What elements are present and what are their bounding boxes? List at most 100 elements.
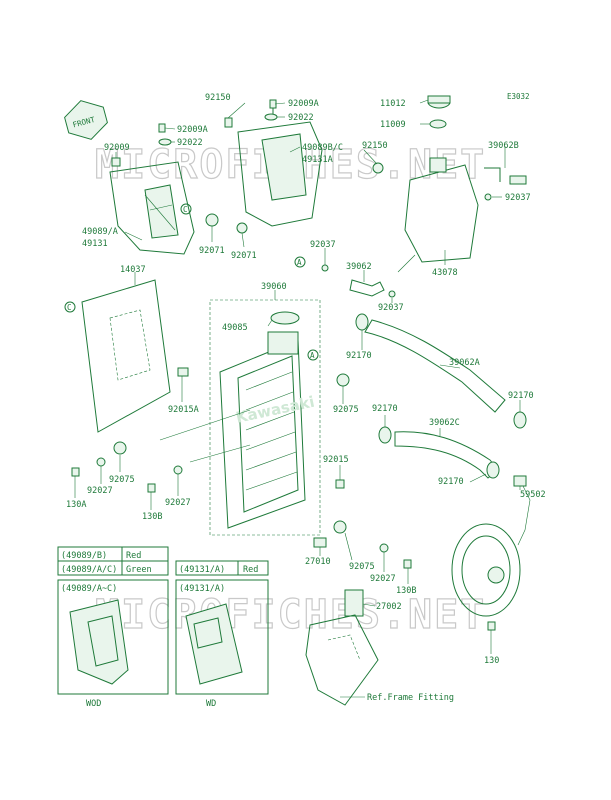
label-92037-b: 92037 (310, 240, 336, 250)
label-11009: 11009 (380, 120, 406, 130)
callout-c-left-icon (64, 301, 76, 313)
front-arrow-icon: FRONT (64, 100, 108, 140)
callout-c-left: C (67, 303, 72, 312)
label-92027-b: 92027 (165, 498, 191, 508)
label-92170-c: 92170 (372, 404, 398, 414)
label-14037: 14037 (120, 265, 146, 275)
label-39062a: 39062A (449, 358, 480, 368)
clamp-92170-a-icon (355, 313, 369, 331)
grommet-92075-c-icon (333, 520, 347, 534)
washer-92022-top-icon (264, 113, 278, 121)
label-92071-b: 92071 (231, 251, 257, 261)
watermark-logo: Kawasaki (234, 393, 316, 427)
hose-39062b-icon (484, 167, 527, 185)
label-49085: 49085 (222, 323, 248, 333)
legend-row2-color: Green (126, 565, 152, 575)
clamp-92037-a-icon (484, 193, 492, 201)
legend-color-table-1: (49089/B) Red (49089/A/C) Green (57, 546, 169, 576)
bolt-130b-left-icon (147, 483, 156, 493)
label-92015a: 92015A (168, 405, 199, 415)
callout-a-top: A (297, 258, 302, 267)
cap-seal-11009-icon (429, 119, 447, 129)
label-49089bc: 49089B/C (302, 143, 343, 153)
label-130b-left: 130B (142, 512, 162, 522)
label-92009a-top: 92009A (288, 99, 319, 109)
label-92022-left: 92022 (177, 138, 203, 148)
label-92075-b: 92075 (109, 475, 135, 485)
bolt-92009-icon (111, 157, 121, 167)
label-49089a: 49089/A (82, 227, 118, 237)
label-92009: 92009 (104, 143, 130, 153)
label-92075-a: 92075 (333, 405, 359, 415)
bolt-92009a-left-icon (158, 123, 166, 133)
label-92170-a: 92170 (346, 351, 372, 361)
upper-shroud (237, 121, 323, 227)
label-43078: 43078 (432, 268, 458, 278)
legend-decal-box-2: (49131/A) WD (175, 579, 269, 709)
radiator-core: A (219, 331, 319, 529)
label-27002: 27002 (376, 602, 402, 612)
bolt-92150-b-icon (372, 162, 384, 174)
legend-row3-part: (49131/A) (179, 565, 225, 575)
label-59502: 59502 (520, 490, 546, 500)
reservoir-cap-icon (427, 95, 451, 109)
label-130: 130 (484, 656, 499, 666)
bolt-92150-top-icon (224, 117, 233, 128)
label-92037-c: 92037 (378, 303, 404, 313)
label-92071-a: 92071 (199, 246, 225, 256)
label-130b-right: 130B (396, 586, 416, 596)
legend-color-table-2: (49131/A) Red (175, 560, 269, 576)
frame-bracket (305, 614, 379, 706)
label-39062c: 39062C (429, 418, 460, 428)
collar-92027-a-icon (96, 457, 106, 467)
label-92170-d: 92170 (438, 477, 464, 487)
label-130a: 130A (66, 500, 86, 510)
radiator-frame-box (209, 299, 321, 536)
callout-a-radiator-icon (307, 349, 319, 361)
bolt-130a-icon (71, 467, 80, 477)
legend-box2-code: WD (206, 699, 216, 709)
legend-box1-code: WOD (86, 699, 101, 709)
label-92150-b: 92150 (362, 141, 388, 151)
label-92170-b: 92170 (508, 391, 534, 401)
clamp-92170-b-icon (513, 411, 527, 429)
cooling-fan (451, 475, 531, 617)
legend-box2-label: (49131/A) (179, 584, 225, 594)
hose-39062 (349, 279, 385, 297)
side-cover-left: C (109, 161, 195, 255)
label-27010: 27010 (305, 557, 331, 567)
grommet-92075-a-icon (336, 373, 350, 387)
hose-39062a (364, 319, 506, 413)
ref-frame-fitting: Ref.Frame Fitting (367, 693, 454, 703)
label-92075-c: 92075 (349, 562, 375, 572)
radiator-screen: C (64, 279, 171, 433)
watermark-bottom: MICROFICHES.NET (95, 592, 486, 638)
label-92027-a: 92027 (87, 486, 113, 496)
fan-relay-27002-icon (344, 589, 364, 617)
label-39062: 39062 (346, 262, 372, 272)
radiator-cap-49085-icon (270, 311, 300, 325)
collar-92027-b-icon (173, 465, 183, 475)
label-49131a: 49131A (302, 155, 333, 165)
clamp-92037-b-icon (321, 264, 329, 272)
label-92150-top: 92150 (205, 93, 231, 103)
label-92009a-left: 92009A (177, 125, 208, 135)
callout-a-top-icon (294, 256, 306, 268)
clamp-92170-c-icon (378, 426, 392, 444)
legend-box1-label: (49089/A~C) (61, 584, 117, 594)
label-92022-top: 92022 (288, 113, 314, 123)
clip-92015a-icon (177, 367, 189, 377)
label-92015: 92015 (323, 455, 349, 465)
label-49131: 49131 (82, 239, 108, 249)
legend-row1-color: Red (126, 551, 141, 561)
legend-row2-part: (49089/A/C) (61, 565, 117, 575)
clip-92015-icon (335, 479, 345, 489)
grommet-92071-b-icon (236, 222, 248, 234)
grommet-92075-b-icon (113, 441, 127, 455)
grommet-92071-a-icon (205, 213, 219, 227)
label-11012: 11012 (380, 99, 406, 109)
thermo-switch-27010-icon (313, 537, 327, 548)
diagram-code: E3032 (507, 92, 530, 101)
clamp-92037-c-icon (388, 290, 396, 298)
